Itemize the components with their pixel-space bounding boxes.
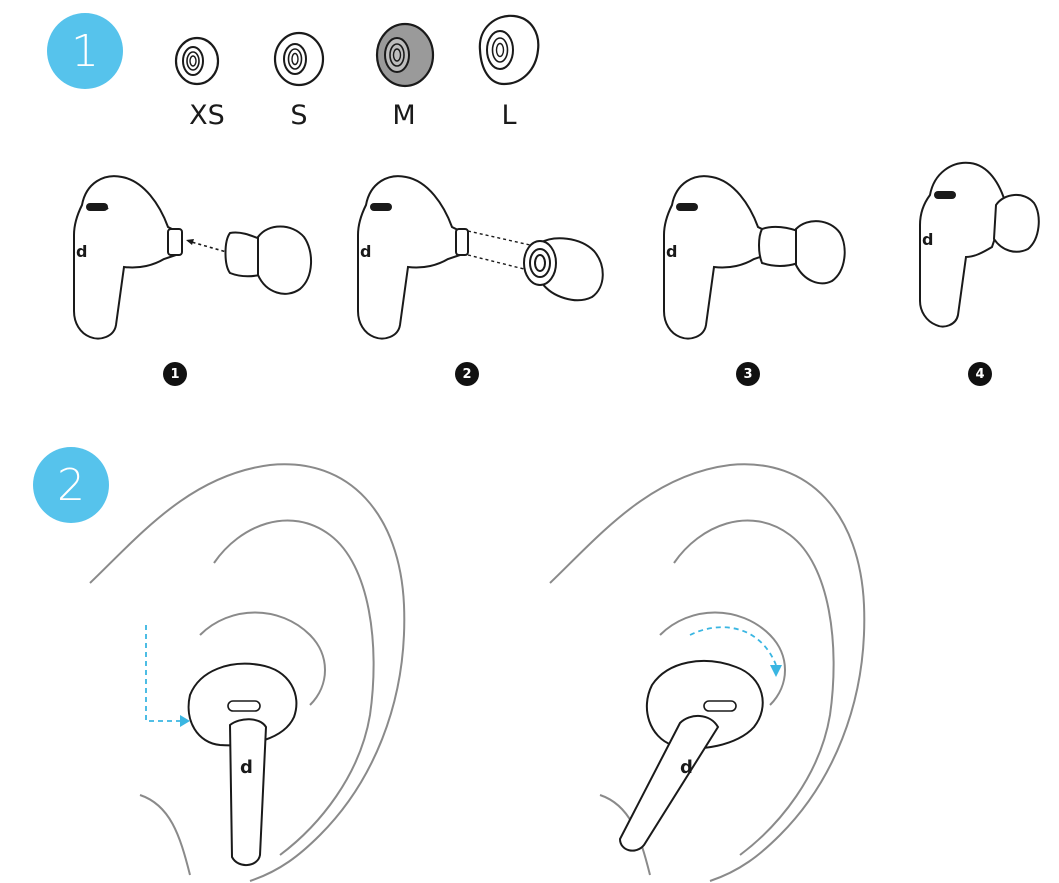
soundcore-logo-icon: d bbox=[76, 242, 87, 261]
ear-tip-icon bbox=[523, 237, 604, 302]
ear-tip-icon bbox=[758, 220, 846, 285]
dashed-curved-arrow-icon bbox=[689, 626, 777, 666]
size-label-m: M bbox=[392, 100, 416, 131]
ear-tip-m-icon bbox=[375, 22, 435, 88]
ear-tip-icon bbox=[992, 194, 1040, 253]
speaker-grille bbox=[86, 203, 108, 211]
step-1-badge: 1 bbox=[47, 13, 123, 89]
dashed-arrow-icon bbox=[145, 625, 184, 722]
earbud-icon bbox=[618, 660, 764, 852]
ear-tip-icon bbox=[224, 225, 312, 295]
earbud-icon bbox=[663, 175, 767, 340]
ear-rotate-illustration: d bbox=[549, 463, 866, 882]
ear-tip-l-icon bbox=[478, 14, 540, 86]
dashed-arrow-icon bbox=[187, 240, 231, 254]
soundcore-logo-icon: d bbox=[680, 757, 693, 778]
ear-outline-icon bbox=[89, 463, 406, 882]
earbud-step-1-illustration: d bbox=[73, 175, 312, 340]
earbud-step-3-illustration: d bbox=[663, 175, 846, 340]
size-label-s: S bbox=[290, 100, 308, 131]
dashed-arrow-icon bbox=[467, 230, 531, 246]
earbud-icon bbox=[187, 662, 298, 866]
sub-step-4-badge: 4 bbox=[968, 362, 992, 386]
earbud-icon bbox=[919, 161, 1040, 328]
earbud-step-2-illustration: d bbox=[357, 175, 604, 340]
sub-step-3-badge: 3 bbox=[736, 362, 760, 386]
sub-step-1-badge: 1 bbox=[163, 362, 187, 386]
earbud-step-4-illustration: d bbox=[919, 161, 1040, 328]
size-label-xs: XS bbox=[189, 100, 225, 131]
ear-tip-xs-icon bbox=[174, 36, 220, 86]
nozzle bbox=[167, 228, 183, 256]
sub-step-2-badge: 2 bbox=[455, 362, 479, 386]
ear-tip-s-icon bbox=[273, 31, 325, 87]
earbud-icon bbox=[73, 175, 177, 340]
step-2-number: 2 bbox=[57, 459, 85, 511]
soundcore-logo-icon: d bbox=[360, 242, 371, 261]
ear-insert-illustration: d bbox=[89, 463, 406, 882]
step-2-badge: 2 bbox=[33, 447, 109, 523]
soundcore-logo-icon: d bbox=[922, 230, 933, 249]
soundcore-logo-icon: d bbox=[240, 757, 253, 778]
soundcore-logo-icon: d bbox=[666, 242, 677, 261]
size-label-l: L bbox=[501, 100, 517, 131]
step-1-number: 1 bbox=[71, 25, 99, 77]
earbud-icon bbox=[357, 175, 461, 340]
